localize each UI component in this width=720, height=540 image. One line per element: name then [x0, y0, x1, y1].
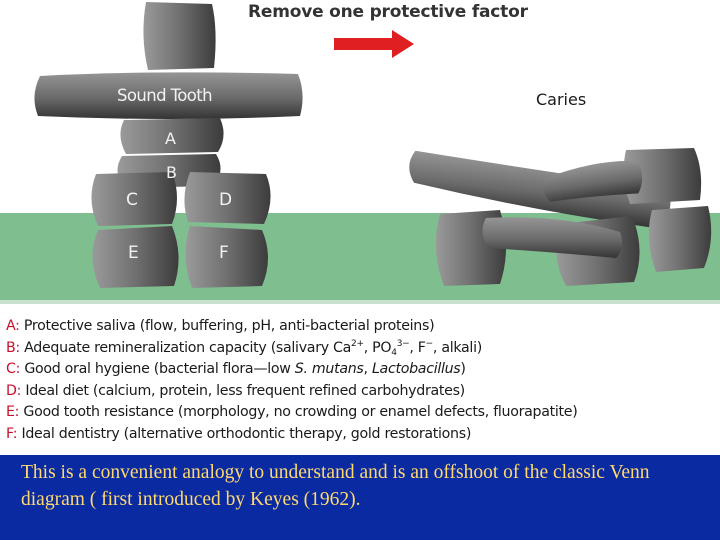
legend-key: E:: [6, 404, 20, 421]
factor-legend: A: Protective saliva (flow, buffering, p…: [6, 316, 720, 446]
stone-label-d: D: [219, 190, 233, 210]
legend-text: Adequate remineralization capacity (sali…: [24, 339, 352, 356]
stone-label-f: F: [219, 243, 229, 263]
caption-text: This is a convenient analogy to understa…: [21, 462, 650, 510]
stone-label-c: C: [126, 190, 138, 210]
stone-a: [120, 118, 224, 154]
stone-c: [91, 172, 177, 226]
caries-stone-middle-slab: [482, 217, 623, 258]
caries-stone-top-slab: [409, 150, 671, 229]
caries-stone-right-block: [623, 148, 702, 204]
caries-stone-back-slab: [543, 160, 643, 202]
inukshuk-illustration: [0, 2, 720, 304]
legend-item-f: F: Ideal dentistry (alternative orthodon…: [6, 424, 720, 446]
legend-subscript: 4: [391, 347, 397, 358]
legend-item-e: E: Good tooth resistance (morphology, no…: [6, 402, 720, 424]
caries-label: Caries: [536, 90, 587, 109]
legend-key: B:: [6, 339, 20, 356]
stone-f: [185, 226, 268, 288]
stone-e: [92, 226, 179, 288]
legend-text: , alkali): [432, 339, 482, 356]
legend-text: Ideal diet (calcium, protein, less frequ…: [25, 382, 465, 399]
legend-text: , F: [409, 339, 426, 356]
stone-label-a: A: [165, 129, 176, 148]
caption-band: This is a convenient analogy to understa…: [0, 455, 720, 540]
stone-label-b: B: [166, 163, 177, 182]
legend-text: , PO: [363, 339, 392, 356]
stone-head: [143, 2, 216, 70]
stone-d: [184, 172, 271, 224]
inukshuk-diagram: Remove one protective factor Caries Soun…: [0, 2, 720, 446]
legend-key: F:: [6, 425, 18, 442]
legend-key: A:: [6, 318, 20, 334]
sound-tooth-label: Sound Tooth: [117, 86, 213, 105]
stone-sound-tooth-slab: [34, 72, 303, 119]
legend-item-d: D: Ideal diet (calcium, protein, less fr…: [6, 381, 720, 403]
legend-text: ): [460, 361, 466, 378]
legend-item-c: C: Good oral hygiene (bacterial flora—lo…: [6, 359, 720, 381]
legend-superscript: 2+: [351, 338, 364, 349]
stone-label-e: E: [128, 243, 139, 263]
caries-stone-right-lower: [648, 206, 712, 272]
legend-superscript: 3−: [396, 338, 410, 349]
legend-item-b: B: Adequate remineralization capacity (s…: [6, 338, 720, 360]
legend-key: C:: [6, 361, 21, 378]
legend-key: D:: [6, 382, 22, 399]
legend-italic: S. mutans: [294, 361, 364, 378]
legend-superscript: −: [425, 338, 434, 349]
legend-italic: Lactobacillus: [371, 361, 461, 378]
legend-item-a: A: Protective saliva (flow, buffering, p…: [6, 316, 720, 338]
legend-text: Protective saliva (flow, buffering, pH, …: [23, 318, 435, 334]
ground-edge: [0, 300, 720, 304]
legend-text: Good tooth resistance (morphology, no cr…: [23, 404, 578, 421]
diagram-title: Remove one protective factor: [248, 2, 528, 22]
legend-text: ,: [363, 361, 372, 378]
red-arrow-icon: [334, 30, 414, 58]
legend-text: Ideal dentistry (alternative orthodontic…: [21, 425, 472, 442]
legend-text: Good oral hygiene (bacterial flora—low: [24, 361, 295, 378]
